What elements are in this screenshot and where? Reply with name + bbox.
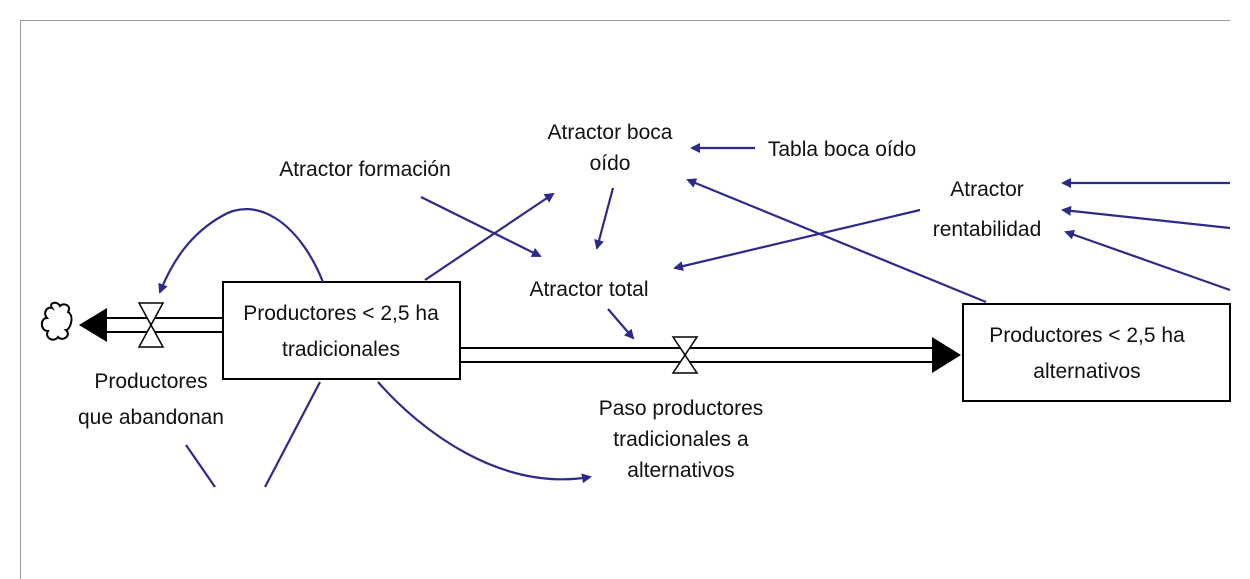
link-traditional-to-abandon-loop [158, 208, 325, 294]
link-input-2-to-profitability [1061, 205, 1231, 230]
link-from-below-1 [185, 444, 216, 488]
link-training-to-total [420, 196, 542, 257]
flow-transition-line2: tradicionales a [613, 428, 749, 451]
stock-traditional-line1: Productores < 2,5 ha [243, 302, 439, 325]
link-traditional-to-wom [424, 192, 555, 281]
transition-valve-icon[interactable] [671, 336, 699, 374]
stock-box-traditional[interactable] [222, 281, 461, 380]
cloud-sink-icon [40, 301, 73, 341]
link-input-3-to-profitability [1064, 229, 1231, 292]
transition-flow-pipe [461, 337, 961, 373]
flow-abandon-line1: Productores [94, 370, 207, 393]
abandon-valve-icon[interactable] [137, 302, 165, 348]
diagram-frame [20, 20, 1230, 579]
var-wom-table: Tabla boca oído [768, 138, 916, 161]
var-profitability-line1: Atractor [950, 178, 1024, 201]
var-wom-line1: Atractor boca [548, 121, 673, 144]
link-total-to-flow [607, 308, 635, 340]
abandon-flow-pipe [79, 308, 222, 342]
stock-alternative-line2: alternativos [1033, 360, 1140, 383]
link-wom-to-total [594, 187, 615, 250]
stock-box-alternative[interactable] [962, 303, 1231, 402]
link-alternative-to-wom [686, 178, 987, 304]
link-from-below-2 [264, 381, 321, 488]
flow-transition-line3: alternativos [627, 459, 734, 482]
stock-traditional-line2: tradicionales [282, 338, 400, 361]
var-wom-line2: oído [590, 152, 631, 175]
link-profitability-to-total [673, 208, 921, 272]
flow-arrowhead [932, 337, 961, 373]
flow-arrowhead [79, 308, 107, 342]
var-profitability-line2: rentabilidad [933, 218, 1042, 241]
link-traditional-to-transition-curve [377, 381, 592, 484]
stock-alternative-line1: Productores < 2,5 ha [989, 324, 1185, 347]
var-total: Atractor total [529, 278, 648, 301]
var-training: Atractor formación [279, 158, 451, 181]
flow-abandon-line2: que abandonan [78, 406, 224, 429]
flow-transition-line1: Paso productores [599, 397, 764, 420]
